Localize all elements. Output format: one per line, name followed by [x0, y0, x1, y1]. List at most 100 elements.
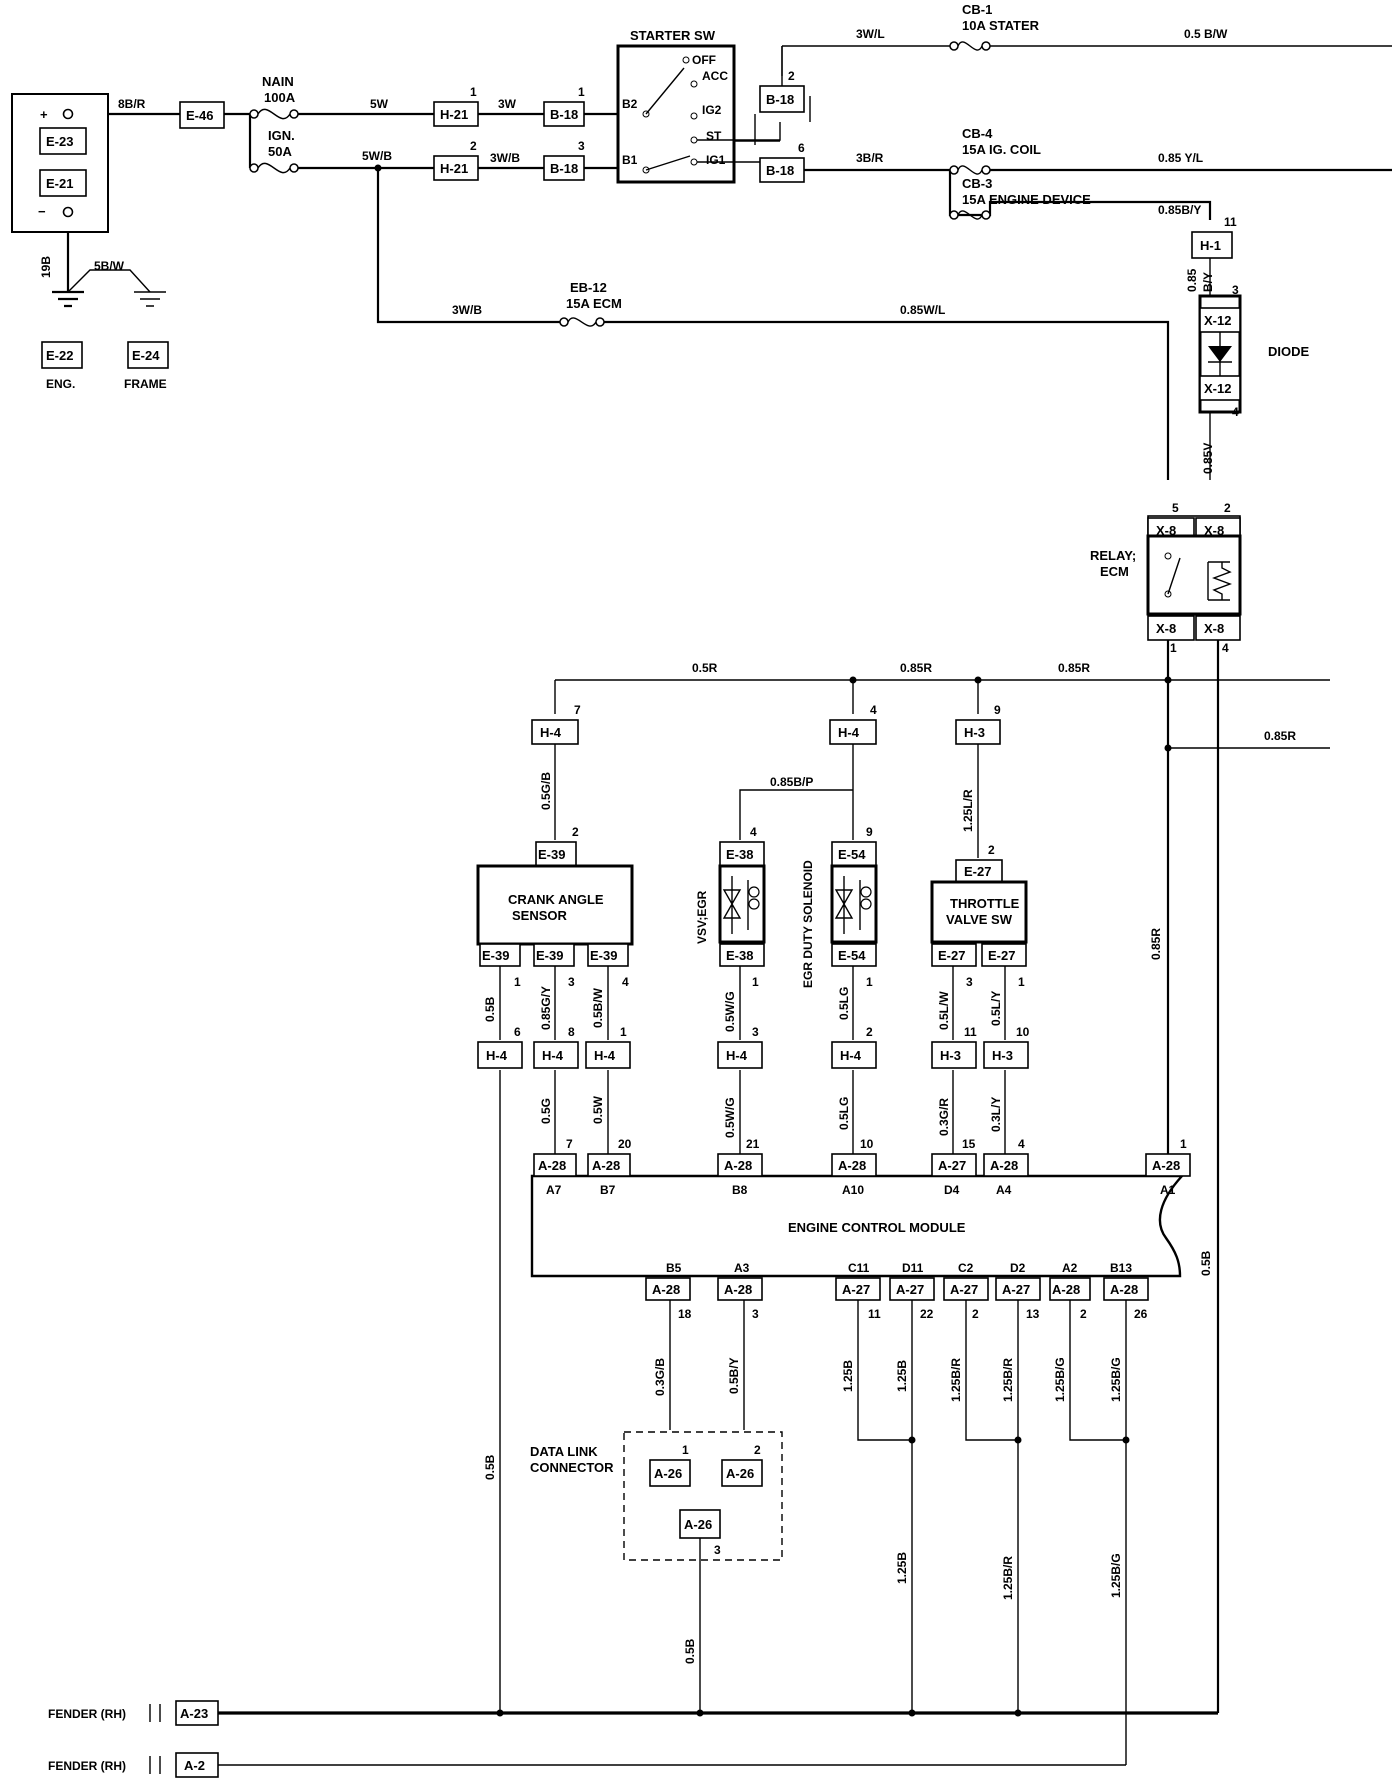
svg-text:0.5W/G: 0.5W/G [723, 991, 737, 1032]
svg-text:1: 1 [514, 975, 521, 989]
svg-text:CB-1: CB-1 [962, 2, 992, 17]
svg-text:A-27: A-27 [1002, 1282, 1030, 1297]
wire-085wl: 0.85W/L [900, 303, 945, 317]
svg-text:A-26: A-26 [684, 1517, 712, 1532]
svg-text:A-28: A-28 [652, 1282, 680, 1297]
svg-text:FENDER (RH): FENDER (RH) [48, 1707, 126, 1721]
svg-text:X-8: X-8 [1156, 523, 1176, 538]
diode-label: DIODE [1268, 344, 1310, 359]
svg-text:H-1: H-1 [1200, 238, 1221, 253]
svg-text:4: 4 [1222, 641, 1229, 655]
svg-text:21: 21 [746, 1137, 760, 1151]
svg-text:B2: B2 [622, 97, 638, 111]
wire-085r-b: 0.85R [1058, 661, 1090, 675]
connector-e46-box [179, 101, 225, 129]
svg-text:5: 5 [1172, 501, 1179, 515]
svg-text:E-54: E-54 [838, 847, 866, 862]
connector-e22: E-22 [46, 348, 73, 363]
wire-5w: 5W [370, 97, 389, 111]
svg-text:4: 4 [1232, 405, 1239, 419]
ecm-label: ENGINE CONTROL MODULE [788, 1220, 966, 1235]
svg-text:15: 15 [962, 1137, 976, 1151]
svg-text:11: 11 [1224, 215, 1237, 229]
svg-text:4: 4 [750, 825, 757, 839]
dlc-label-2: CONNECTOR [530, 1460, 614, 1475]
svg-text:D4: D4 [944, 1183, 960, 1197]
svg-text:E-54: E-54 [838, 948, 866, 963]
svg-text:EB-12: EB-12 [570, 280, 607, 295]
svg-text:3: 3 [1232, 283, 1239, 297]
battery-minus: − [38, 204, 46, 219]
svg-text:0.5L/Y: 0.5L/Y [989, 991, 1003, 1026]
crank-angle-sensor: E-39 2 CRANK ANGLE SENSOR E-39 E-39 E-39… [476, 825, 634, 989]
svg-text:H-3: H-3 [992, 1048, 1013, 1063]
svg-text:A-28: A-28 [592, 1158, 620, 1173]
svg-text:0.5B: 0.5B [683, 1638, 697, 1664]
svg-text:0.5B: 0.5B [483, 996, 497, 1022]
svg-text:A-28: A-28 [1052, 1282, 1080, 1297]
vsv-egr: E-38 4 E-38 1 VSV;EGR [695, 825, 766, 989]
svg-text:H-4: H-4 [594, 1048, 616, 1063]
relay-label-2: ECM [1100, 564, 1129, 579]
svg-text:B13: B13 [1110, 1261, 1132, 1275]
svg-text:0.3L/Y: 0.3L/Y [989, 1097, 1003, 1132]
svg-text:2: 2 [788, 69, 795, 83]
fuse-ign-name: IGN. [268, 128, 295, 143]
svg-text:7: 7 [566, 1137, 573, 1151]
connector-h1: H-1 11 [1191, 215, 1237, 259]
svg-text:A-26: A-26 [654, 1466, 682, 1481]
svg-text:E-38: E-38 [726, 948, 753, 963]
svg-text:E-39: E-39 [590, 948, 617, 963]
wire-5wb: 5W/B [362, 149, 392, 163]
wire-3w: 3W [498, 97, 517, 111]
connector-h4-crank-upper: H-4 7 [531, 703, 581, 745]
svg-text:7: 7 [574, 703, 581, 717]
svg-text:1: 1 [578, 85, 585, 99]
svg-text:15A ENGINE DEVICE: 15A ENGINE DEVICE [962, 192, 1091, 207]
fuse-ign-rating: 50A [268, 144, 292, 159]
wire-19b: 19B [39, 256, 53, 278]
svg-text:22: 22 [920, 1307, 934, 1321]
svg-text:E-27: E-27 [938, 948, 965, 963]
egr-label: EGR DUTY SOLENOID [801, 860, 815, 988]
ground-frame: E-24 FRAME [124, 291, 169, 391]
engine-control-module: ENGINE CONTROL MODULE 7 A-28 20 A-28 21 … [530, 1137, 1191, 1321]
svg-text:3: 3 [714, 1543, 721, 1557]
svg-text:A-27: A-27 [950, 1282, 978, 1297]
svg-text:0.85G/Y: 0.85G/Y [539, 986, 553, 1030]
crank-label-1: CRANK ANGLE [508, 892, 604, 907]
fuse-eb12: EB-12 15A ECM [559, 280, 622, 327]
fuse-cb4: CB-4 15A IG. COIL [949, 126, 1041, 175]
svg-text:0.3G/R: 0.3G/R [937, 1098, 951, 1136]
svg-text:E-27: E-27 [964, 864, 991, 879]
svg-text:H-3: H-3 [964, 725, 985, 740]
fuse-cb1: CB-1 10A STATER [949, 2, 1040, 51]
svg-text:3: 3 [568, 975, 575, 989]
svg-text:1.25B: 1.25B [895, 1360, 909, 1392]
svg-text:26: 26 [1134, 1307, 1148, 1321]
svg-text:2: 2 [1080, 1307, 1087, 1321]
wire-05r: 0.5R [692, 661, 718, 675]
svg-text:0.5B: 0.5B [483, 1454, 497, 1480]
svg-text:B7: B7 [600, 1183, 616, 1197]
svg-text:0.5LG: 0.5LG [837, 1097, 851, 1130]
relay-label-1: RELAY; [1090, 548, 1136, 563]
svg-text:A-28: A-28 [538, 1158, 566, 1173]
svg-text:1.25B: 1.25B [895, 1552, 909, 1584]
svg-text:2: 2 [470, 139, 477, 153]
svg-text:9: 9 [866, 825, 873, 839]
svg-text:D11: D11 [902, 1261, 924, 1275]
svg-text:1.25B/G: 1.25B/G [1109, 1357, 1123, 1402]
ground-frame-label: FRAME [124, 377, 167, 391]
fender-ground-a2: FENDER (RH) A-2 [48, 1752, 219, 1778]
ground-eng-label: ENG. [46, 377, 75, 391]
connector-h4-egr-upper: H-4 4 [829, 703, 877, 745]
svg-text:1: 1 [1170, 641, 1177, 655]
svg-text:H-4: H-4 [542, 1048, 564, 1063]
svg-text:A-27: A-27 [896, 1282, 924, 1297]
svg-text:0.5G: 0.5G [539, 1098, 553, 1124]
throttle-label-1: THROTTLE [950, 896, 1020, 911]
svg-text:H-4: H-4 [486, 1048, 508, 1063]
connector-b18-b: B-18 3 [543, 139, 585, 181]
